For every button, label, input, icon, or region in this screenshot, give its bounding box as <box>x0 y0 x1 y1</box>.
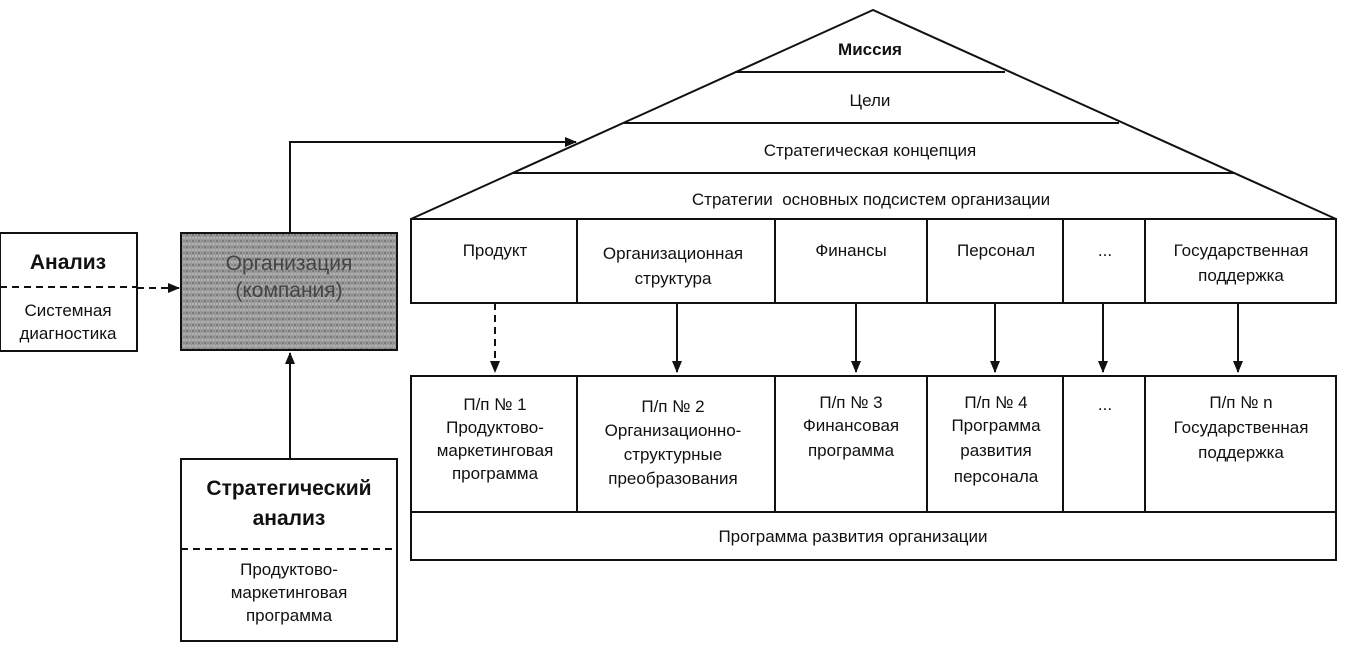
program-1-line-4: программа <box>452 464 539 483</box>
organization-box: Организация (компания) <box>180 232 398 351</box>
program-3-line-3: программа <box>808 441 895 460</box>
roof-concept: Стратегическая концепция <box>764 141 976 160</box>
strategy-to-program-arrows <box>490 303 1243 373</box>
program-4-line-4: персонала <box>954 467 1039 486</box>
program-row: П/п № 1 Продуктово- маркетинговая програ… <box>410 375 1337 561</box>
program-2-line-4: преобразования <box>608 469 737 488</box>
strategy-state-support-line-1: Государственная <box>1174 241 1309 260</box>
program-1-line-3: маркетинговая <box>437 441 554 460</box>
strategic-subtitle-line-3: программа <box>246 606 333 625</box>
strategic-subtitle-line-1: Продуктово- <box>240 560 338 579</box>
program-4-line-3: развития <box>960 441 1032 460</box>
strategic-subtitle-line-2: маркетинговая <box>231 583 348 602</box>
strategic-analysis-box: Стратегический анализ Продуктово- маркет… <box>180 458 398 642</box>
program-4-line-1: П/п № 4 <box>964 393 1027 412</box>
strategy-product: Продукт <box>463 241 528 260</box>
analysis-box: Анализ Системная диагностика <box>0 232 138 352</box>
roof-goals: Цели <box>850 91 891 110</box>
program-1-line-1: П/п № 1 <box>463 395 526 414</box>
program-1-line-2: Продуктово- <box>446 418 544 437</box>
organization-to-roof-arrow <box>289 137 577 232</box>
program-n-line-3: поддержка <box>1198 443 1284 462</box>
program-3-line-1: П/п № 3 <box>819 393 882 412</box>
strategy-org-structure-line-1: Организационная <box>603 244 743 263</box>
program-2-line-2: Организационно- <box>605 421 742 440</box>
roof-subsystems: Стратегии основных подсистем организации <box>692 190 1050 209</box>
analysis-title: Анализ <box>30 251 106 274</box>
strategy-roof: Миссия Цели Стратегическая концепция Стр… <box>410 8 1337 220</box>
program-n-line-2: Государственная <box>1174 418 1309 437</box>
strategy-finance: Финансы <box>815 241 886 260</box>
analysis-subtitle-line-2: диагностика <box>20 324 118 343</box>
strategic-title-line-1: Стратегический <box>206 477 371 500</box>
program-4-line-2: Программа <box>951 416 1041 435</box>
analysis-subtitle-line-1: Системная <box>24 301 111 320</box>
roof-mission: Миссия <box>838 40 902 59</box>
strategy-row: Продукт Организационная структура Финанс… <box>410 218 1337 304</box>
program-2-line-3: структурные <box>624 445 722 464</box>
program-ellipsis: ... <box>1098 395 1112 414</box>
program-n-line-1: П/п № n <box>1209 393 1272 412</box>
strategic-title-line-2: анализ <box>253 507 326 530</box>
strategy-ellipsis: ... <box>1098 241 1112 260</box>
strategy-personnel: Персонал <box>957 241 1035 260</box>
strategy-state-support-line-2: поддержка <box>1198 266 1284 285</box>
program-3-line-2: Финансовая <box>803 416 899 435</box>
organization-line-2: (компания) <box>235 279 342 302</box>
strategy-org-structure-line-2: структура <box>635 269 712 288</box>
program-2-line-1: П/п № 2 <box>641 397 704 416</box>
organization-line-1: Организация <box>226 252 353 275</box>
development-program-label: Программа развития организации <box>718 527 987 546</box>
